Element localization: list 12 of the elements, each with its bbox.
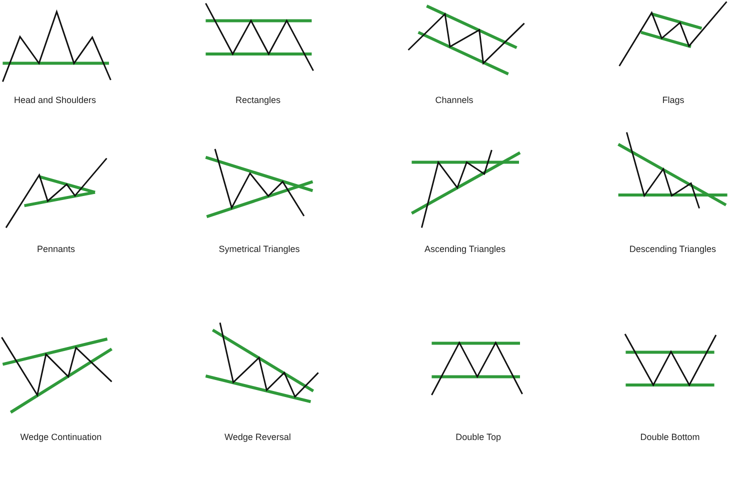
pattern-caption: Ascending Triangles — [424, 244, 506, 255]
pattern-caption: Double Top — [456, 432, 501, 443]
pattern-caption: Double Bottom — [640, 432, 700, 443]
pattern-caption: Flags — [662, 95, 684, 106]
pattern-caption: Head and Shoulders — [14, 95, 96, 106]
pattern-caption: Symetrical Triangles — [218, 244, 300, 255]
pattern-caption: Channels — [435, 95, 474, 106]
pattern-caption: Descending Triangles — [629, 244, 716, 255]
pattern-caption: Pennants — [36, 244, 76, 255]
pattern-caption: Wedge Reversal — [224, 432, 291, 443]
pattern-caption: Rectangles — [235, 95, 281, 106]
pattern-caption: Wedge Continuation — [20, 432, 102, 443]
